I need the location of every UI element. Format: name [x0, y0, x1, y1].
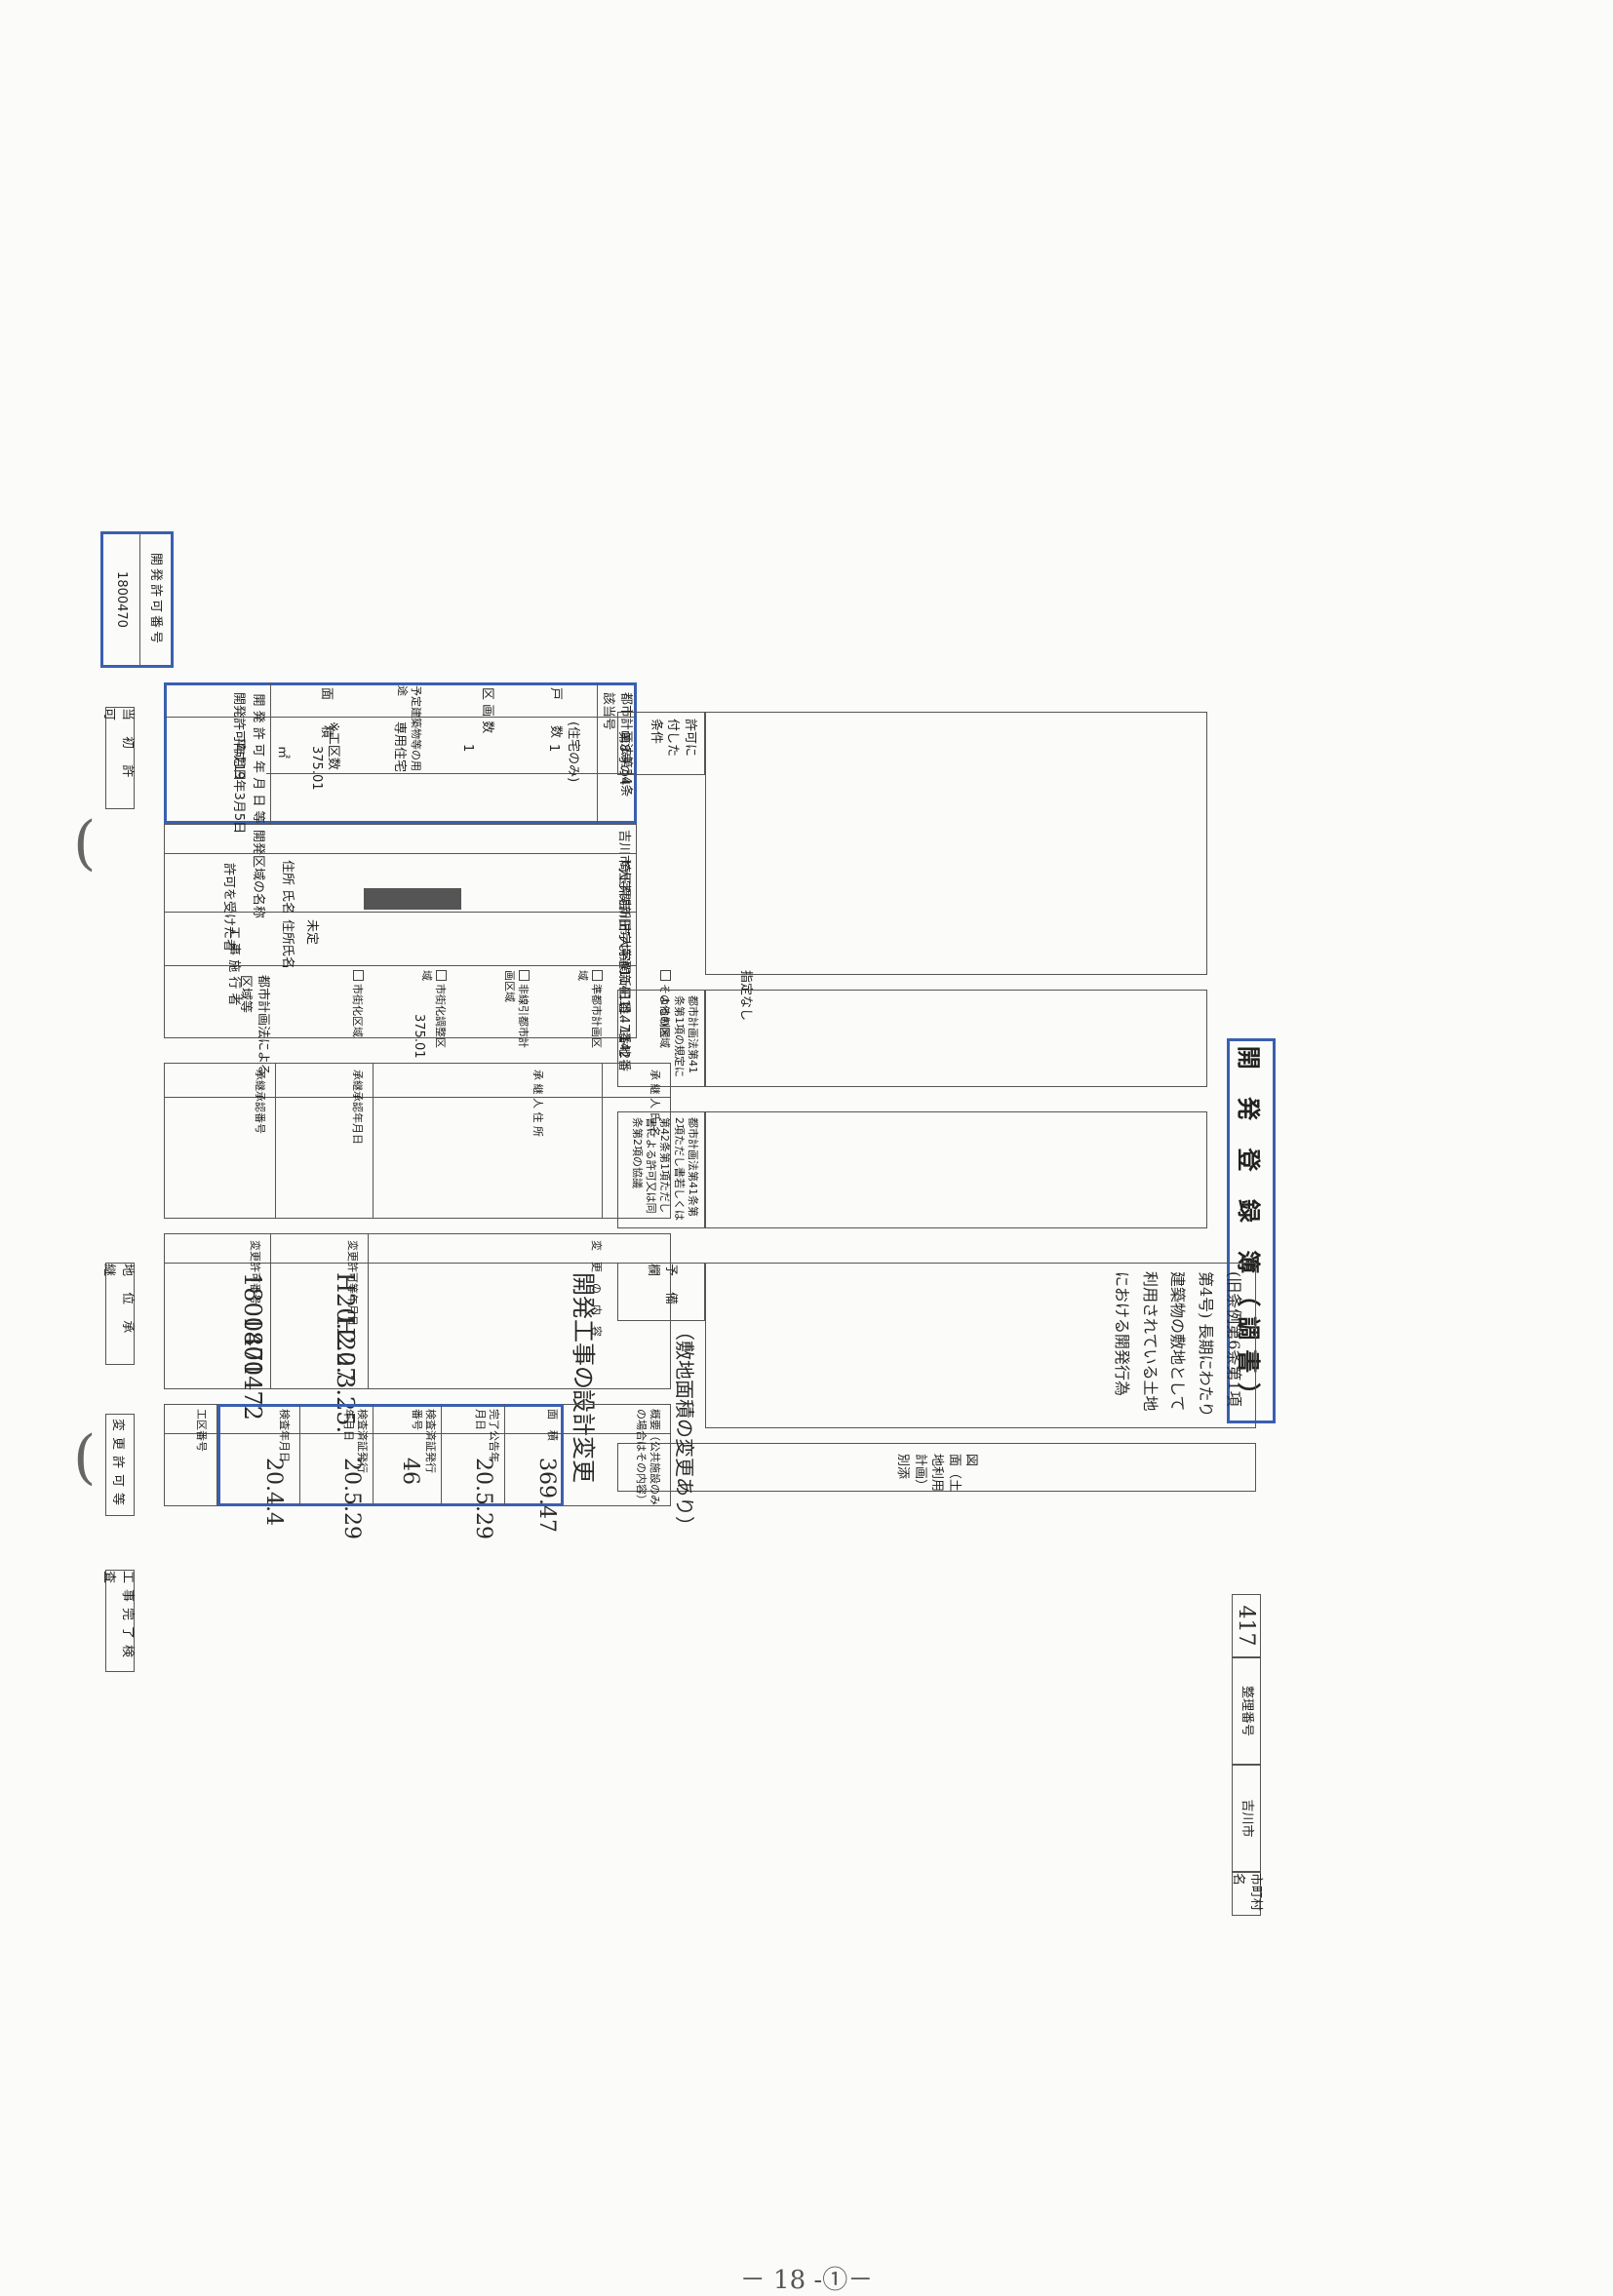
completion-inspect-header: 検査年月日 — [278, 1409, 291, 1462]
completion-zone-header: 工区番号 — [195, 1409, 208, 1452]
area-unit: ㎡ — [275, 746, 290, 759]
district-label: 開発区域の名称 — [251, 830, 265, 919]
redacted-name — [364, 888, 461, 910]
zone-control-value: 375.01 — [412, 1014, 426, 1059]
succession-name-header: 承 継 人 氏 名 — [649, 1070, 661, 1137]
succession-no-header: 承継承認番号 — [254, 1070, 266, 1134]
permit-number-label: 開発許可番号 — [139, 534, 171, 665]
zone-nonline-text: 非線引都市計画区域 — [502, 970, 530, 1048]
binder-mark-bottom: ( — [73, 1423, 97, 1492]
lots-header: 区 画 数 — [480, 687, 494, 734]
contractor-address: 未定 — [304, 919, 319, 946]
area-value: 375.01 — [309, 746, 324, 791]
permit-condition-label: 許可に付した条件 — [617, 712, 705, 775]
permit-date-label: 開 発 許 可 年 月 日 等 — [251, 693, 265, 824]
section-change-label: 変更許可等 — [105, 1414, 135, 1516]
zone-urban: 市街化区域 — [350, 970, 364, 1058]
registration-label: 整理番号 — [1232, 1657, 1261, 1765]
section-completion-label: 工事完了検査 — [101, 1570, 135, 1672]
permit-date-value: 平成19年3月5日 — [231, 738, 246, 835]
use-value: 専用住宅 — [392, 721, 407, 773]
units-header: 戸 数 — [548, 687, 563, 739]
succession-date-header: 承継承認年月日 — [351, 1070, 364, 1145]
city-label: 市町村名 — [1231, 1872, 1263, 1916]
permit-number-box: 開発許可番号 1800470 — [100, 531, 174, 668]
units-sub: (住宅のみ) — [566, 721, 580, 783]
binder-mark-top: ( — [73, 809, 97, 877]
consult-box — [705, 1111, 1207, 1228]
permit-number-value: 1800470 — [114, 571, 130, 628]
units-value: 1 — [546, 744, 561, 753]
zone-quasi: 準都市計画区域 — [574, 970, 603, 1058]
lots-value: 1 — [460, 744, 475, 753]
drawing-label: 図 面（土地利用計画）別添 — [617, 1443, 1256, 1492]
section-succession-label: 地 位 承 継 — [101, 1263, 135, 1365]
name-label: 氏名 — [280, 889, 295, 915]
completion-cert-date: 20.5.29 — [339, 1458, 364, 1539]
contractor-address-label: 住所 — [280, 919, 295, 946]
area-sub: ※工区数 — [326, 721, 340, 770]
section-initial-label: 当 初 許 可 — [101, 707, 135, 809]
change-content-2: （敷地面積の変更あり） — [673, 1321, 696, 1536]
city-value: 吉川市 — [1232, 1765, 1261, 1872]
succession-table — [164, 1063, 671, 1219]
zone-quasi-text: 準都市計画区域 — [575, 970, 603, 1048]
zone-urban-text: 市街化区域 — [351, 984, 364, 1037]
completion-cert-no: 46 — [398, 1458, 422, 1485]
page-number: － 18 -①－ — [739, 2266, 874, 2295]
zone-nonline: 非線引都市計画区域 — [501, 970, 530, 1058]
document-sheet: 市町村名 吉川市 整理番号 417 開 発 登 録 簿（調書） 開発許可番号 1… — [100, 522, 1285, 2018]
contractor-name-label: 氏名 — [280, 944, 295, 970]
completion-notice-date: 20.5.29 — [471, 1458, 495, 1539]
completion-summary-header: 概要（公共施設のみの場合はその内容） — [634, 1409, 661, 1505]
succession-address-header: 承 継 人 住 所 — [531, 1070, 544, 1137]
registration-value: 417 — [1232, 1594, 1261, 1657]
permit-condition-box — [705, 712, 1207, 975]
completion-area: 369.47 — [534, 1458, 559, 1533]
completion-inspect-date: 20.4.4 — [261, 1458, 286, 1526]
completion-area-header: 面 積 — [546, 1409, 559, 1441]
address-label: 住所 — [280, 860, 295, 886]
restriction-box — [705, 990, 1207, 1087]
reserve-handwritten: (旧条例第6条第1項第4号) 長期にわたり建築物の敷地として利用されている土地に… — [705, 1263, 1256, 1428]
